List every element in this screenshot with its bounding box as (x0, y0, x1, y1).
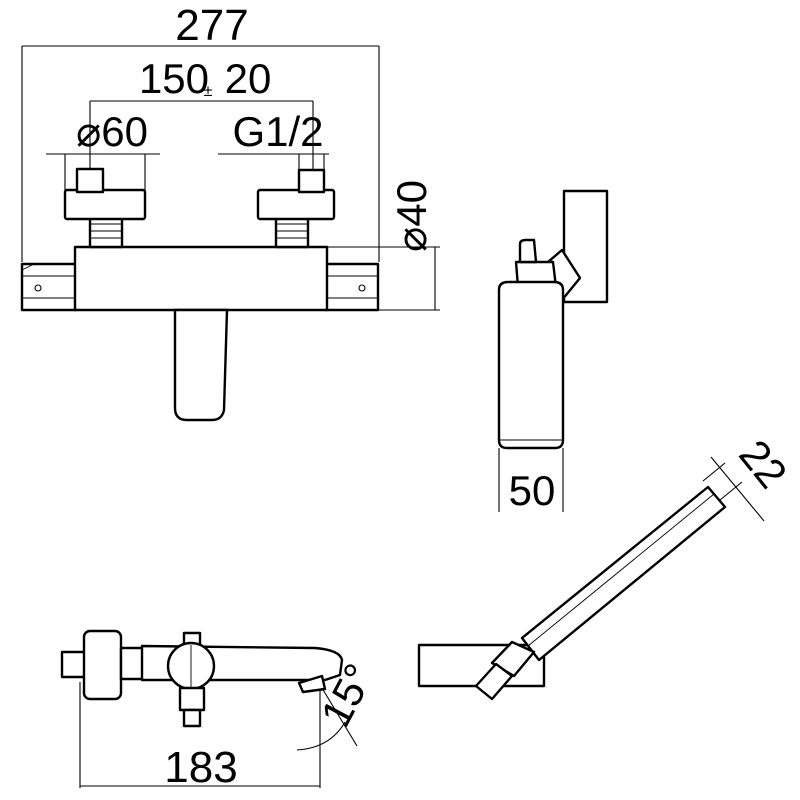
hose-outlet (474, 662, 514, 701)
dim-thread: G1/2 (218, 108, 329, 172)
top-knob-stem (60, 650, 87, 679)
label-tolerance-sign: ± (204, 83, 213, 100)
label-handle-diameter: ⌀60 (76, 108, 148, 155)
front-view: 277 150 ± 20 ⌀60 G1/2 (20, 1, 440, 422)
mixer-body (73, 245, 329, 312)
label-thread: G1/2 (232, 108, 323, 155)
top-lower-connector (178, 686, 206, 712)
dim-body-diameter: ⌀40 (327, 180, 440, 311)
dim-spout-length: 183 (79, 682, 321, 792)
label-hose-diameter: 22 (730, 431, 796, 497)
right-connector (324, 262, 380, 312)
label-overall-width: 277 (175, 1, 248, 50)
hose-view: 22 (417, 431, 796, 701)
spout-front (173, 308, 229, 422)
left-connector (20, 262, 78, 312)
label-center-distance: 150 (139, 55, 209, 102)
side-view: 50 (497, 189, 609, 514)
top-connector (119, 646, 146, 681)
side-stem (518, 238, 538, 264)
top-view: 183 15° (60, 629, 383, 792)
top-lower-nut (182, 708, 202, 728)
dim-handle-diameter: ⌀60 (46, 108, 160, 192)
label-depth: 50 (509, 467, 556, 514)
label-body-diameter: ⌀40 (388, 180, 435, 252)
dim-overall-width: 277 (21, 1, 380, 262)
top-knob (82, 629, 123, 701)
dim-depth: 50 (498, 448, 564, 514)
label-spout-length: 183 (164, 743, 237, 792)
right-handle (256, 168, 336, 249)
left-handle (63, 167, 147, 249)
dim-center-distance: 150 ± 20 (89, 55, 314, 190)
top-aerator (297, 674, 327, 694)
label-tolerance: 20 (225, 55, 272, 102)
side-body (497, 280, 565, 450)
